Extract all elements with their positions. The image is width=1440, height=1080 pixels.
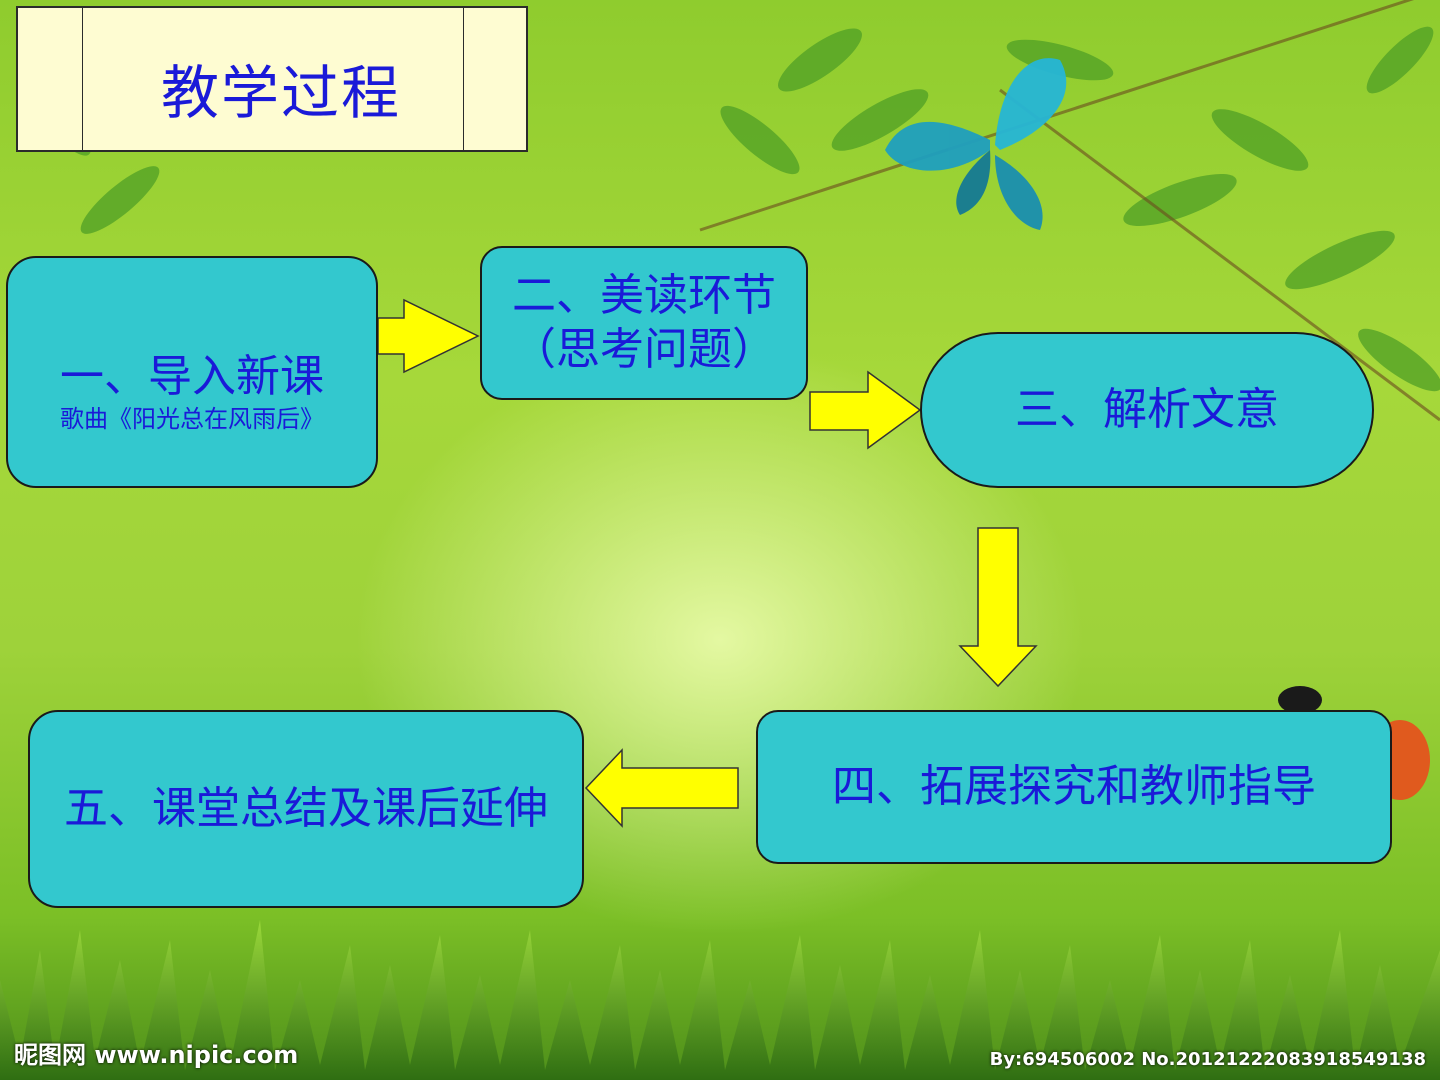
step-2-line2: （思考问题） [512,323,776,377]
step-5-title: 五、课堂总结及课后延伸 [64,782,548,836]
step-4-node: 四、拓展探究和教师指导 [756,710,1392,864]
step-3-title: 三、解析文意 [1015,383,1279,437]
step-4-title: 四、拓展探究和教师指导 [832,760,1316,814]
watermark-left: 昵图网 www.nipic.com [14,1035,298,1070]
arrow-step1-to-step2 [378,300,478,372]
step-2-node: 二、美读环节 （思考问题） [480,246,808,400]
step-2-line1: 二、美读环节 [512,269,776,323]
step-5-node: 五、课堂总结及课后延伸 [28,710,584,908]
watermark-right: By:694506002 No.20121222083918549138 [990,1049,1426,1070]
step-1-node: 一、导入新课 歌曲《阳光总在风雨后》 [6,256,378,488]
arrow-step4-to-step5 [586,750,738,826]
step-1-note: 歌曲《阳光总在风雨后》 [60,404,324,434]
step-3-node: 三、解析文意 [920,332,1374,488]
step-1-title: 一、导入新课 [60,350,324,404]
arrow-step2-to-step3 [810,372,920,448]
arrow-step3-to-step4 [960,528,1036,686]
